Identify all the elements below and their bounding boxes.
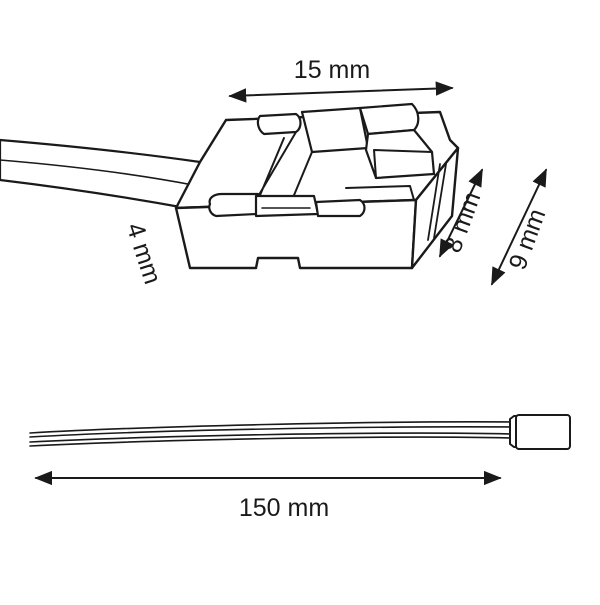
dimension-height-inner-arrow (439, 168, 483, 258)
connector-body (174, 102, 460, 270)
dimension-height-outer-label: 9 mm (504, 205, 552, 273)
dimension-cable-length-label: 150 mm (239, 494, 329, 522)
flat-cable (0, 138, 202, 210)
dimension-depth-label: 4 mm (121, 219, 167, 287)
dimension-width-label: 15 mm (294, 56, 370, 84)
cable-assembly (29, 414, 571, 450)
dimension-width-arrow (228, 81, 454, 103)
dimension-height-outer-arrow (491, 168, 547, 286)
